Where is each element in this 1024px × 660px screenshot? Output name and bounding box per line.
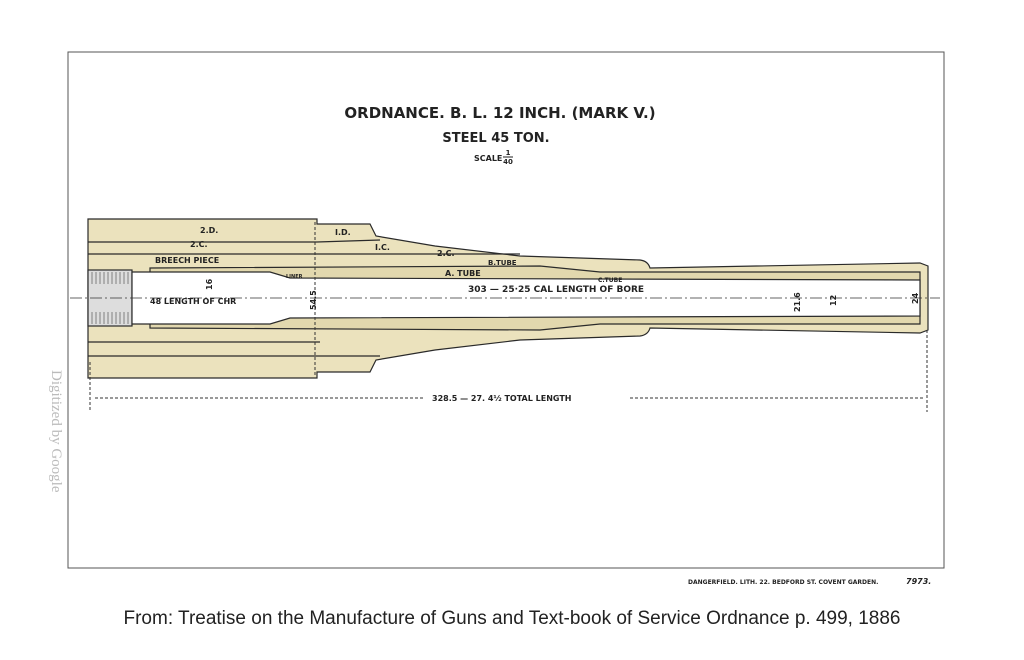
dim-chase-dia: 21.6	[793, 292, 802, 312]
imprint: DANGERFIELD. LITH. 22. BEDFORD ST. COVEN…	[688, 579, 878, 586]
watermark: Digitized by Google	[48, 370, 64, 493]
label-a-tube: A. TUBE	[445, 269, 481, 278]
scale-den: 40	[503, 158, 513, 166]
dim-muzzle-dia: 24	[911, 292, 920, 304]
dim-total-length: 328.5 — 27. 4½ TOTAL LENGTH	[432, 393, 571, 403]
dim-chamber-length: 48 LENGTH OF CHR	[150, 297, 236, 306]
dim-bore-dia: 12	[829, 295, 838, 306]
label-b-tube: B.TUBE	[488, 259, 517, 267]
scale-num: 1	[506, 149, 511, 157]
title-line1: ORDNANCE. B. L. 12 INCH. (MARK V.)	[344, 104, 655, 122]
label-1d: I.D.	[335, 228, 351, 237]
dim-breech-dia: 54.5	[309, 290, 318, 310]
plate-number: 7973.	[906, 577, 931, 586]
breech-thread-icon	[91, 272, 129, 324]
label-2c-front: 2.C.	[437, 249, 455, 258]
dim-bore-length: 303 — 25·25 CAL LENGTH OF BORE	[468, 285, 644, 295]
caption: From: Treatise on the Manufacture of Gun…	[123, 608, 901, 629]
label-liner: LINER	[286, 274, 303, 280]
label-c-tube: C.TUBE	[598, 277, 622, 284]
label-2d: 2.D.	[200, 226, 218, 235]
dim-chamber-dia: 16	[205, 278, 214, 290]
scale-label: SCALE	[474, 154, 502, 163]
label-breech-piece: BREECH PIECE	[155, 256, 219, 265]
label-1c: I.C.	[375, 243, 390, 252]
title-line2: STEEL 45 TON.	[442, 131, 549, 146]
label-2c: 2.C.	[190, 240, 208, 249]
